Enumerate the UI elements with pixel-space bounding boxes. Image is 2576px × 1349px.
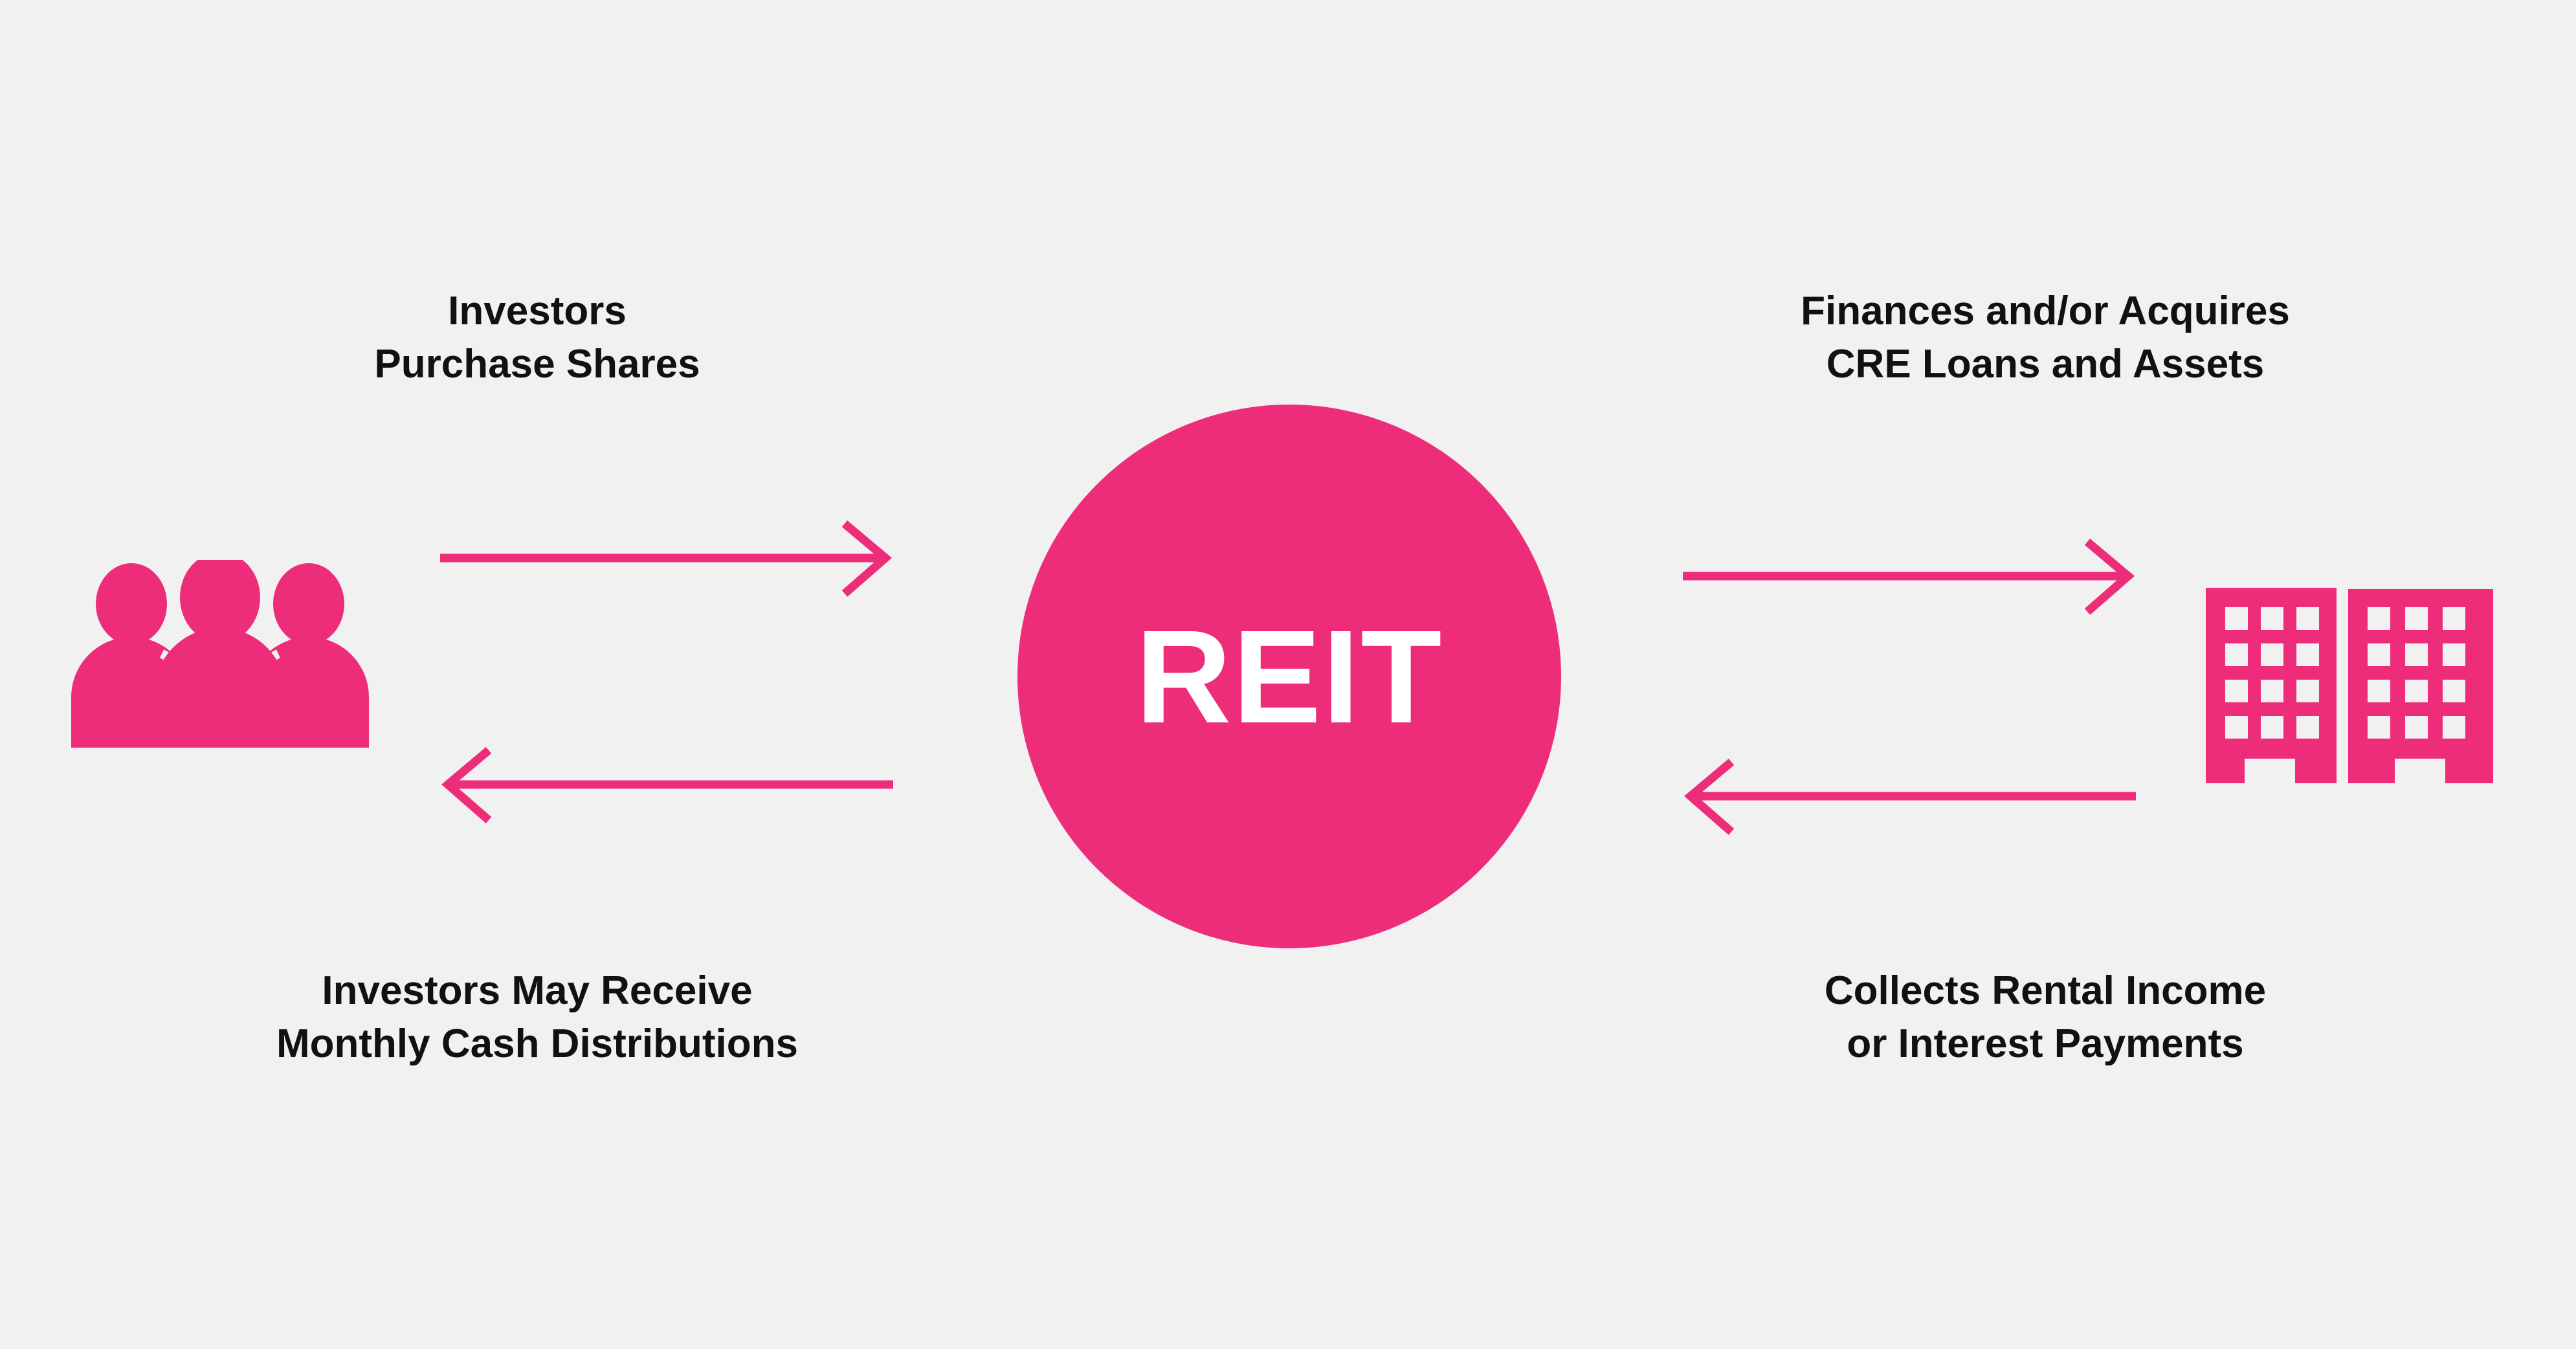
reit-hub-label: REIT — [1135, 602, 1443, 751]
caption-investors-receive-distributions: Investors May Receive Monthly Cash Distr… — [276, 968, 798, 1066]
reit-hub-circle: REIT — [1017, 405, 1561, 948]
arrow-reit-to-assets — [1683, 536, 2136, 620]
caption-collects-rental-income: Collects Rental Income or Interest Payme… — [1824, 968, 2267, 1066]
people-group-icon — [65, 560, 375, 748]
arrow-assets-to-reit — [1683, 756, 2136, 840]
caption-investors-purchase-shares: Investors Purchase Shares — [374, 289, 700, 386]
arrow-investors-to-reit — [440, 518, 893, 602]
arrow-reit-to-investors — [440, 744, 893, 829]
office-buildings-icon — [2201, 576, 2498, 783]
caption-finances-acquires-cre: Finances and/or Acquires CRE Loans and A… — [1801, 289, 2290, 386]
